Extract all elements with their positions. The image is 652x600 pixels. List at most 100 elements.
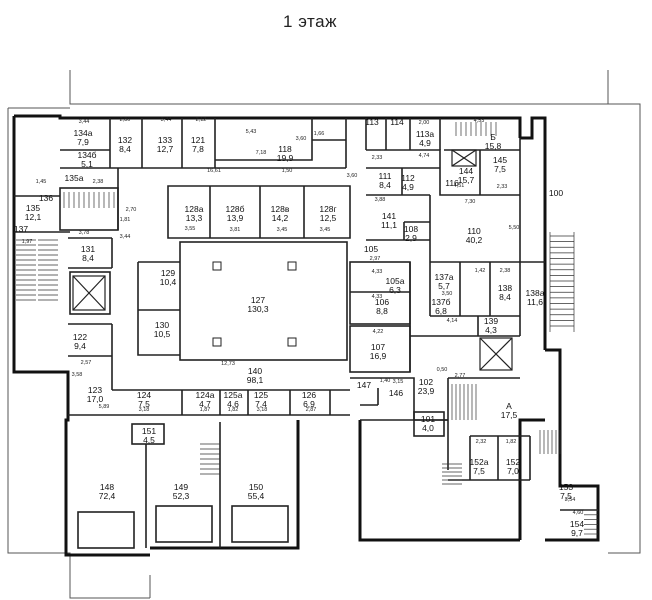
room-area: 13,3 <box>186 213 203 223</box>
dimension-label: 1,50 <box>282 168 293 174</box>
dimension-label: 0,50 <box>437 367 448 373</box>
room-number: 125а <box>224 390 243 400</box>
room-area: 4,0 <box>422 423 434 433</box>
dimension-label: 3,55 <box>185 226 196 232</box>
room-number: 146 <box>389 388 403 398</box>
room-100: 100 <box>549 188 563 198</box>
dimension-label: 3,44 <box>120 234 131 240</box>
room-area: 11,6 <box>527 297 543 307</box>
room-number: 130 <box>155 320 169 330</box>
room-number: 147 <box>357 380 371 390</box>
dimension-label: 3,45 <box>277 227 288 233</box>
dimension-label: 5,50 <box>509 225 520 231</box>
room-area: 55,4 <box>248 491 265 501</box>
room-number: 101 <box>421 414 435 424</box>
dimension-label: 4,14 <box>447 318 458 324</box>
room-area: 15,7 <box>458 175 475 185</box>
dimension-label: 16,61 <box>207 168 221 174</box>
room-area: 130,3 <box>247 304 269 314</box>
room-number: 100 <box>549 188 563 198</box>
room-number: А <box>506 401 512 411</box>
dimension-label: 1,82 <box>228 407 239 413</box>
room-number: 128г <box>319 204 336 214</box>
dimension-label: 3,88 <box>375 197 386 203</box>
dimension-label: 4,60 <box>573 510 584 516</box>
dimension-label: 2,12 <box>196 117 207 123</box>
room-area: 9,7 <box>571 528 583 538</box>
floor-title: 1 этаж <box>283 12 337 31</box>
room-146: 146 <box>389 388 403 398</box>
room-number: 108 <box>404 224 418 234</box>
room-number: 137б <box>431 297 450 307</box>
room-number: 112 <box>401 173 415 183</box>
room-number: 128б <box>225 204 244 214</box>
room-number: 113а <box>416 129 435 139</box>
room-number: 126 <box>302 390 316 400</box>
room-number: 125 <box>254 390 268 400</box>
dimension-label: 2,00 <box>419 120 430 126</box>
room-number: 150 <box>249 482 263 492</box>
room-number: 133 <box>158 135 172 145</box>
room-number: 123 <box>88 385 102 395</box>
room-area: 4,9 <box>402 182 414 192</box>
room-135a: 135а <box>65 173 84 183</box>
room-number: 114 <box>390 117 404 127</box>
lift-shafts <box>72 149 513 371</box>
room-number: 135 <box>26 203 40 213</box>
room-area: 4,6 <box>227 399 239 409</box>
dimension-label: 2,33 <box>372 155 383 161</box>
room-area: 8,4 <box>119 144 131 154</box>
room-area: 10,4 <box>160 277 177 287</box>
room-area: 15,8 <box>485 141 502 151</box>
room-area: 4,9 <box>419 138 431 148</box>
dimension-label: 3,81 <box>230 227 241 233</box>
room-area: 10,5 <box>154 329 171 339</box>
room-number: 105а <box>386 276 405 286</box>
dimension-label: 3,60 <box>296 136 307 142</box>
dimension-label: 1,42 <box>475 268 486 274</box>
room-number: 110 <box>467 226 481 236</box>
dimension-label: 4,33 <box>372 294 383 300</box>
dimension-label: 1,81 <box>120 217 131 223</box>
room-number: 137 <box>14 224 28 234</box>
room-number: 124а <box>196 390 215 400</box>
room-number: 124 <box>137 390 151 400</box>
dimension-label: 3,18 <box>257 407 268 413</box>
room-number: 137а <box>435 272 454 282</box>
room-number: 102 <box>419 377 433 387</box>
room-area: 7,8 <box>192 144 204 154</box>
room-area: 7,5 <box>138 399 150 409</box>
room-number: 128в <box>271 204 290 214</box>
room-number: 135а <box>65 173 84 183</box>
room-area: 12,1 <box>25 212 42 222</box>
room-113: 113 <box>365 117 379 127</box>
room-area: 19,9 <box>277 153 294 163</box>
dimension-label: 2,32 <box>476 439 487 445</box>
room-area: 11,1 <box>381 220 397 230</box>
dimension-label: 2,33 <box>497 184 508 190</box>
building-outline <box>7 70 641 599</box>
dimension-label: 1,40 <box>380 378 391 384</box>
room-area: 12,5 <box>320 213 337 223</box>
dimension-label: 5,89 <box>99 404 110 410</box>
